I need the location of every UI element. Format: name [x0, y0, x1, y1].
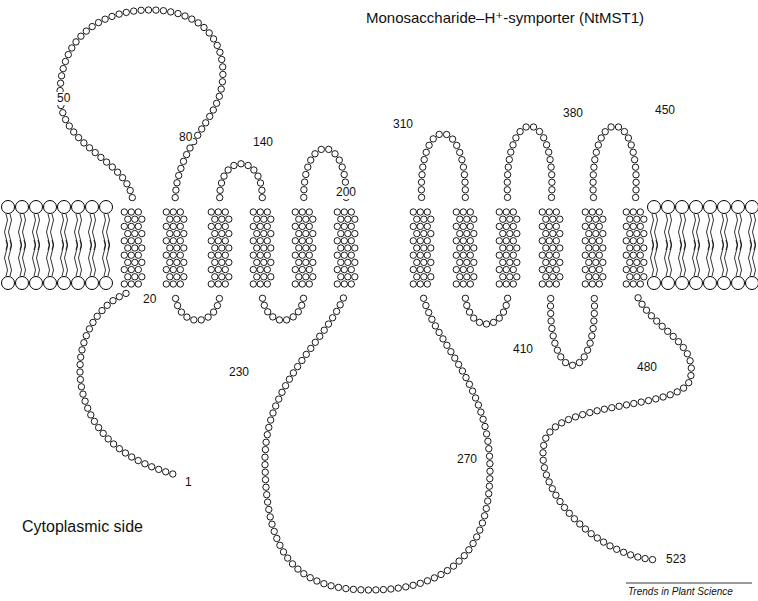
callout-number: 140 — [252, 136, 274, 149]
callout-number: 80 — [178, 131, 193, 144]
figure-title: Monosaccharide–H⁺-symporter (NtMST1) — [366, 10, 644, 27]
callout-number: 50 — [56, 92, 71, 105]
callout-number: 450 — [654, 104, 676, 117]
callout-number: 523 — [665, 553, 687, 566]
amino-acid-chain — [57, 7, 695, 593]
callout-number: 230 — [228, 366, 250, 379]
callout-number: 410 — [512, 343, 534, 356]
credit-label: Trends in Plant Science — [628, 586, 733, 597]
side-label: Cytoplasmic side — [22, 518, 143, 536]
callout-number: 480 — [636, 361, 658, 374]
lipid-bilayer — [2, 201, 758, 290]
callout-number: 270 — [456, 453, 478, 466]
callout-number: 200 — [335, 186, 357, 199]
callout-number: 380 — [562, 107, 584, 120]
credit-rule — [626, 583, 752, 584]
callout-number: 310 — [392, 118, 414, 131]
callout-number: 1 — [184, 476, 193, 489]
callout-number: 20 — [142, 293, 157, 306]
